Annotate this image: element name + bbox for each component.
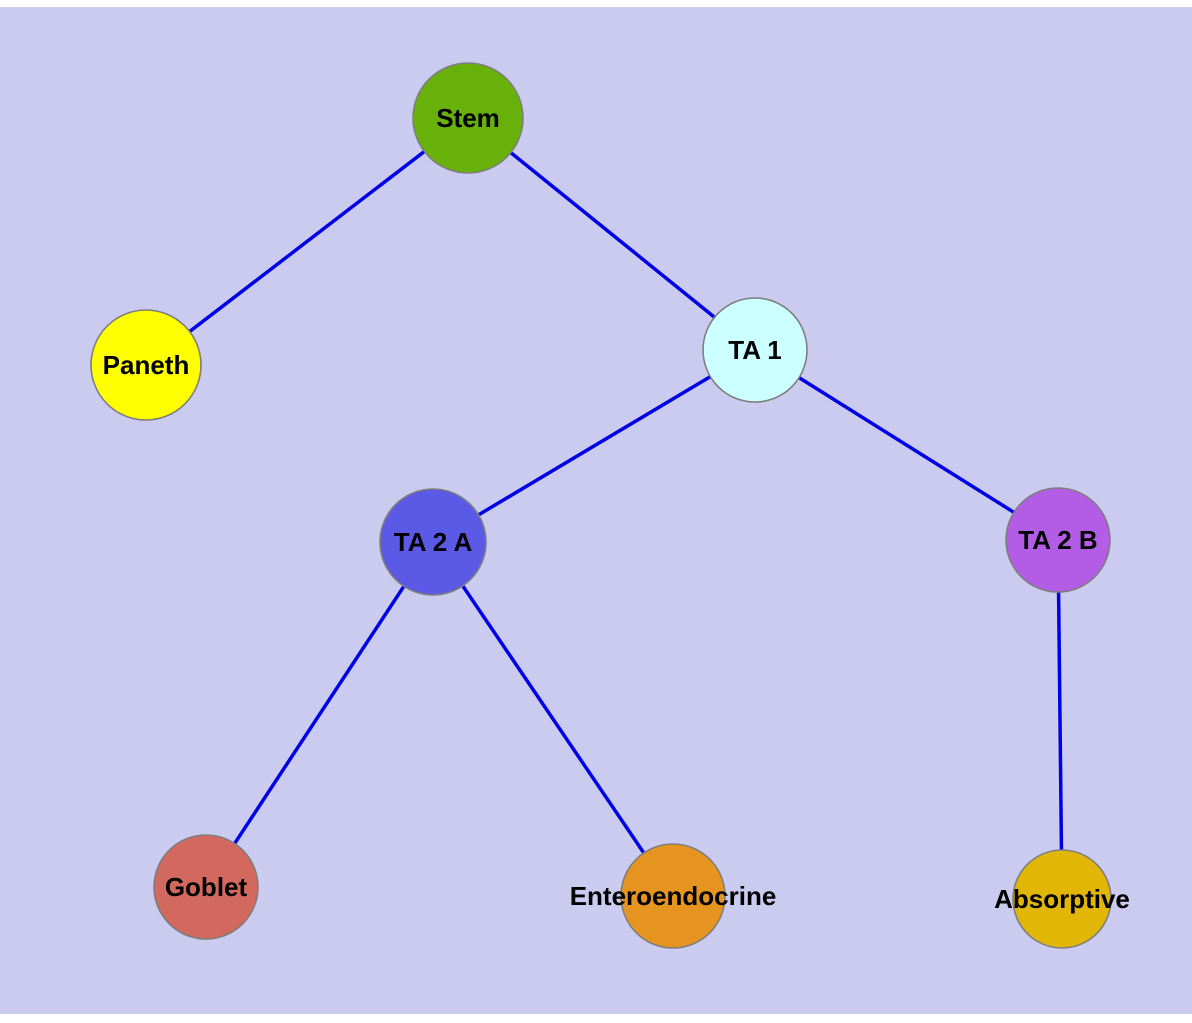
node-goblet: Goblet xyxy=(153,834,259,940)
edge-ta1-ta2b xyxy=(753,348,1060,542)
node-enteroendocrine: Enteroendocrine xyxy=(570,843,777,949)
node-circle-paneth xyxy=(90,309,202,421)
edge-ta2a-enteroendocrine xyxy=(431,540,675,898)
node-label-ta2a: TA 2 A xyxy=(394,527,473,557)
edges-layer xyxy=(144,116,1064,901)
node-label-paneth: Paneth xyxy=(103,350,190,380)
node-circle-enteroendocrine xyxy=(620,843,726,949)
node-circle-ta1 xyxy=(702,297,808,403)
node-absorptive: Absorptive xyxy=(994,849,1130,949)
node-label-ta1: TA 1 xyxy=(728,335,781,365)
edge-ta2a-goblet xyxy=(204,540,435,889)
node-label-stem: Stem xyxy=(436,103,500,133)
node-label-goblet: Goblet xyxy=(165,872,248,902)
node-stem: Stem xyxy=(412,62,524,174)
node-ta1: TA 1 xyxy=(702,297,808,403)
node-label-enteroendocrine: Enteroendocrine xyxy=(570,881,777,911)
edge-ta1-ta2a xyxy=(431,348,757,544)
edge-stem-ta1 xyxy=(466,116,757,352)
node-label-absorptive: Absorptive xyxy=(994,884,1130,914)
node-circle-ta2b xyxy=(1005,487,1111,593)
node-paneth: Paneth xyxy=(90,309,202,421)
node-circle-absorptive xyxy=(1012,849,1112,949)
node-ta2a: TA 2 A xyxy=(379,488,487,596)
node-circle-ta2a xyxy=(379,488,487,596)
edge-ta2b-absorptive xyxy=(1056,538,1064,901)
node-label-ta2b: TA 2 B xyxy=(1018,525,1097,555)
node-ta2b: TA 2 B xyxy=(1005,487,1111,593)
node-circle-goblet xyxy=(153,834,259,940)
edge-stem-paneth xyxy=(144,116,470,367)
node-circle-stem xyxy=(412,62,524,174)
